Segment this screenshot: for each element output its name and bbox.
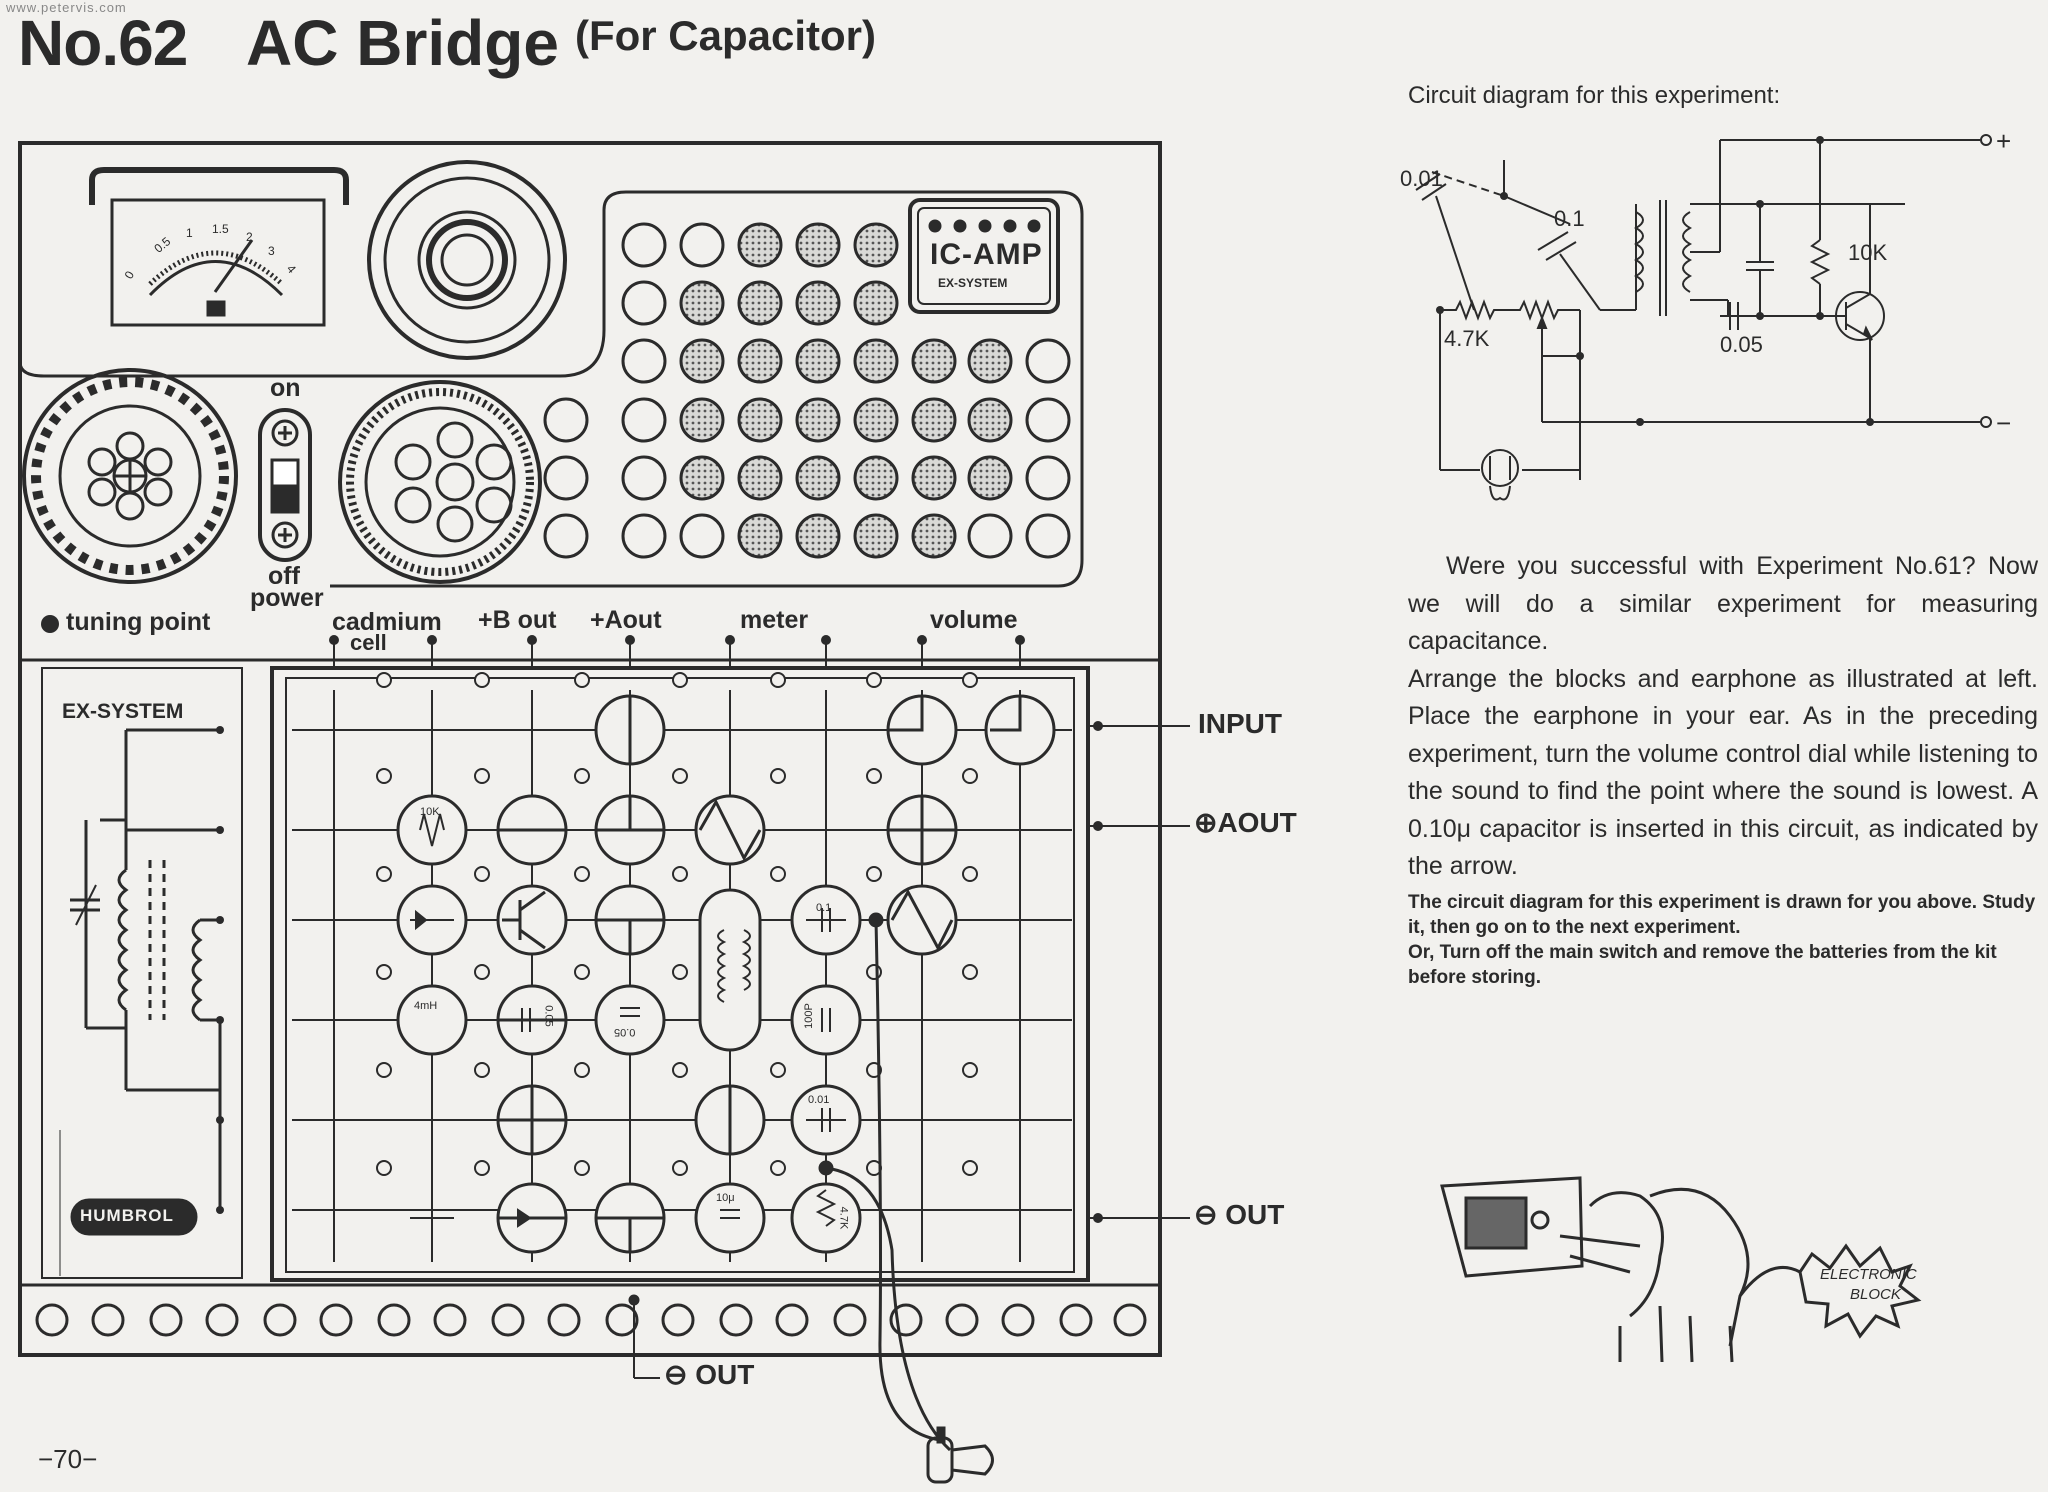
page-title: AC Bridge	[246, 7, 559, 79]
circuit-plus-label: +	[1996, 126, 2012, 156]
speaker-icon	[367, 160, 567, 360]
meter-scale-3: 1.5	[212, 222, 229, 236]
bottom-hole-row	[35, 1303, 1147, 1337]
block-label-c01: 0.1	[816, 902, 832, 914]
power-switch	[258, 408, 312, 562]
out-bottom-label: ⊖ OUT	[664, 1359, 755, 1390]
ic-amp-block	[908, 198, 1060, 314]
meter-label: meter	[740, 606, 809, 634]
circuit-diagram-title: Circuit diagram for this experiment:	[1408, 82, 1781, 109]
circuit-label-r2: 10K	[1848, 240, 1888, 265]
input-label: INPUT	[1198, 708, 1282, 739]
meter-scale-5: 3	[268, 244, 275, 258]
note-study: The circuit diagram for this experiment …	[1408, 892, 2036, 938]
circuit-diagram	[1415, 134, 1992, 501]
block-label-c001: 0.01	[808, 1094, 830, 1106]
circuit-label-c3: 0.05	[1720, 332, 1763, 357]
aout-label: +Aout	[590, 606, 662, 634]
ic-amp-sublabel: EX-SYSTEM	[938, 276, 1008, 290]
transformer-panel	[41, 667, 243, 1279]
instructions-text: Were you successful with Experiment No.6…	[1408, 548, 2038, 886]
tuning-point-dot	[41, 615, 59, 633]
note-storage: Or, Turn off the main switch and remove …	[1408, 940, 2038, 990]
circuit-label-c1: 0.01	[1400, 166, 1443, 191]
ex-system-label: EX-SYSTEM	[62, 700, 184, 723]
volume-label: volume	[930, 606, 1018, 634]
bout-label: +B out	[478, 606, 557, 634]
hole-grid	[543, 222, 1071, 559]
block-label-c10u: 10μ	[716, 1192, 735, 1204]
kit-board-illustration	[18, 141, 1190, 1484]
page-number: −70−	[38, 1444, 98, 1474]
block-label-c100p: 100P	[802, 1003, 815, 1029]
block-label-r10k: 10K	[420, 806, 440, 818]
tuning-point-label: tuning point	[66, 608, 211, 636]
block-label-r47k: 4.7K	[837, 1206, 850, 1230]
meter-icon	[89, 167, 349, 327]
block-label-c005a: 0.05	[542, 1005, 555, 1027]
meter-scale-2: 1	[186, 226, 193, 240]
volume-knob-icon	[338, 380, 542, 584]
note-or: Or,	[1408, 942, 1435, 963]
circuit-label-r1: 4.7K	[1444, 326, 1490, 351]
circuit-label-c2: 0.1	[1554, 206, 1585, 231]
site-watermark: www.petervis.com	[6, 0, 127, 15]
ic-amp-label: IC-AMP	[930, 238, 1043, 271]
off-label: off	[268, 562, 300, 590]
cadmium-label: cadmium	[332, 608, 442, 636]
board-frame	[18, 141, 1162, 1357]
cell-label: cell	[350, 630, 387, 655]
earphone-icon	[926, 1426, 994, 1484]
notes-text: The circuit diagram for this experiment …	[1408, 890, 2038, 990]
meter-scale-4: 2	[246, 230, 253, 244]
humbrol-logo: HUMBROL	[80, 1206, 174, 1225]
aout-right-label: ⊕AOUT	[1194, 807, 1297, 838]
power-label: power	[250, 584, 324, 612]
block-label-c005b: 0.05	[614, 1026, 636, 1038]
experiment-number: No.62	[18, 7, 188, 79]
cartoon-illustration	[1440, 1176, 1922, 1363]
on-label: on	[270, 374, 301, 402]
block-grid	[270, 666, 1190, 1452]
cartoon-text-block: BLOCK	[1850, 1286, 1901, 1303]
cartoon-text-electronic: ELECTRONIC	[1820, 1266, 1917, 1283]
page-subtitle: (For Capacitor)	[575, 12, 877, 59]
out-right-label: ⊖ OUT	[1194, 1199, 1285, 1230]
tuning-dial-icon	[22, 368, 238, 584]
block-label-4mh: 4mH	[414, 1000, 438, 1012]
paragraph-intro: Were you successful with Experiment No.6…	[1408, 552, 2038, 655]
circuit-minus-label: −	[1996, 408, 2012, 438]
paragraph-instructions: Arrange the blocks and earphone as illus…	[1408, 664, 2038, 881]
note-storage-text: Turn off the main switch and remove the …	[1408, 942, 1997, 988]
